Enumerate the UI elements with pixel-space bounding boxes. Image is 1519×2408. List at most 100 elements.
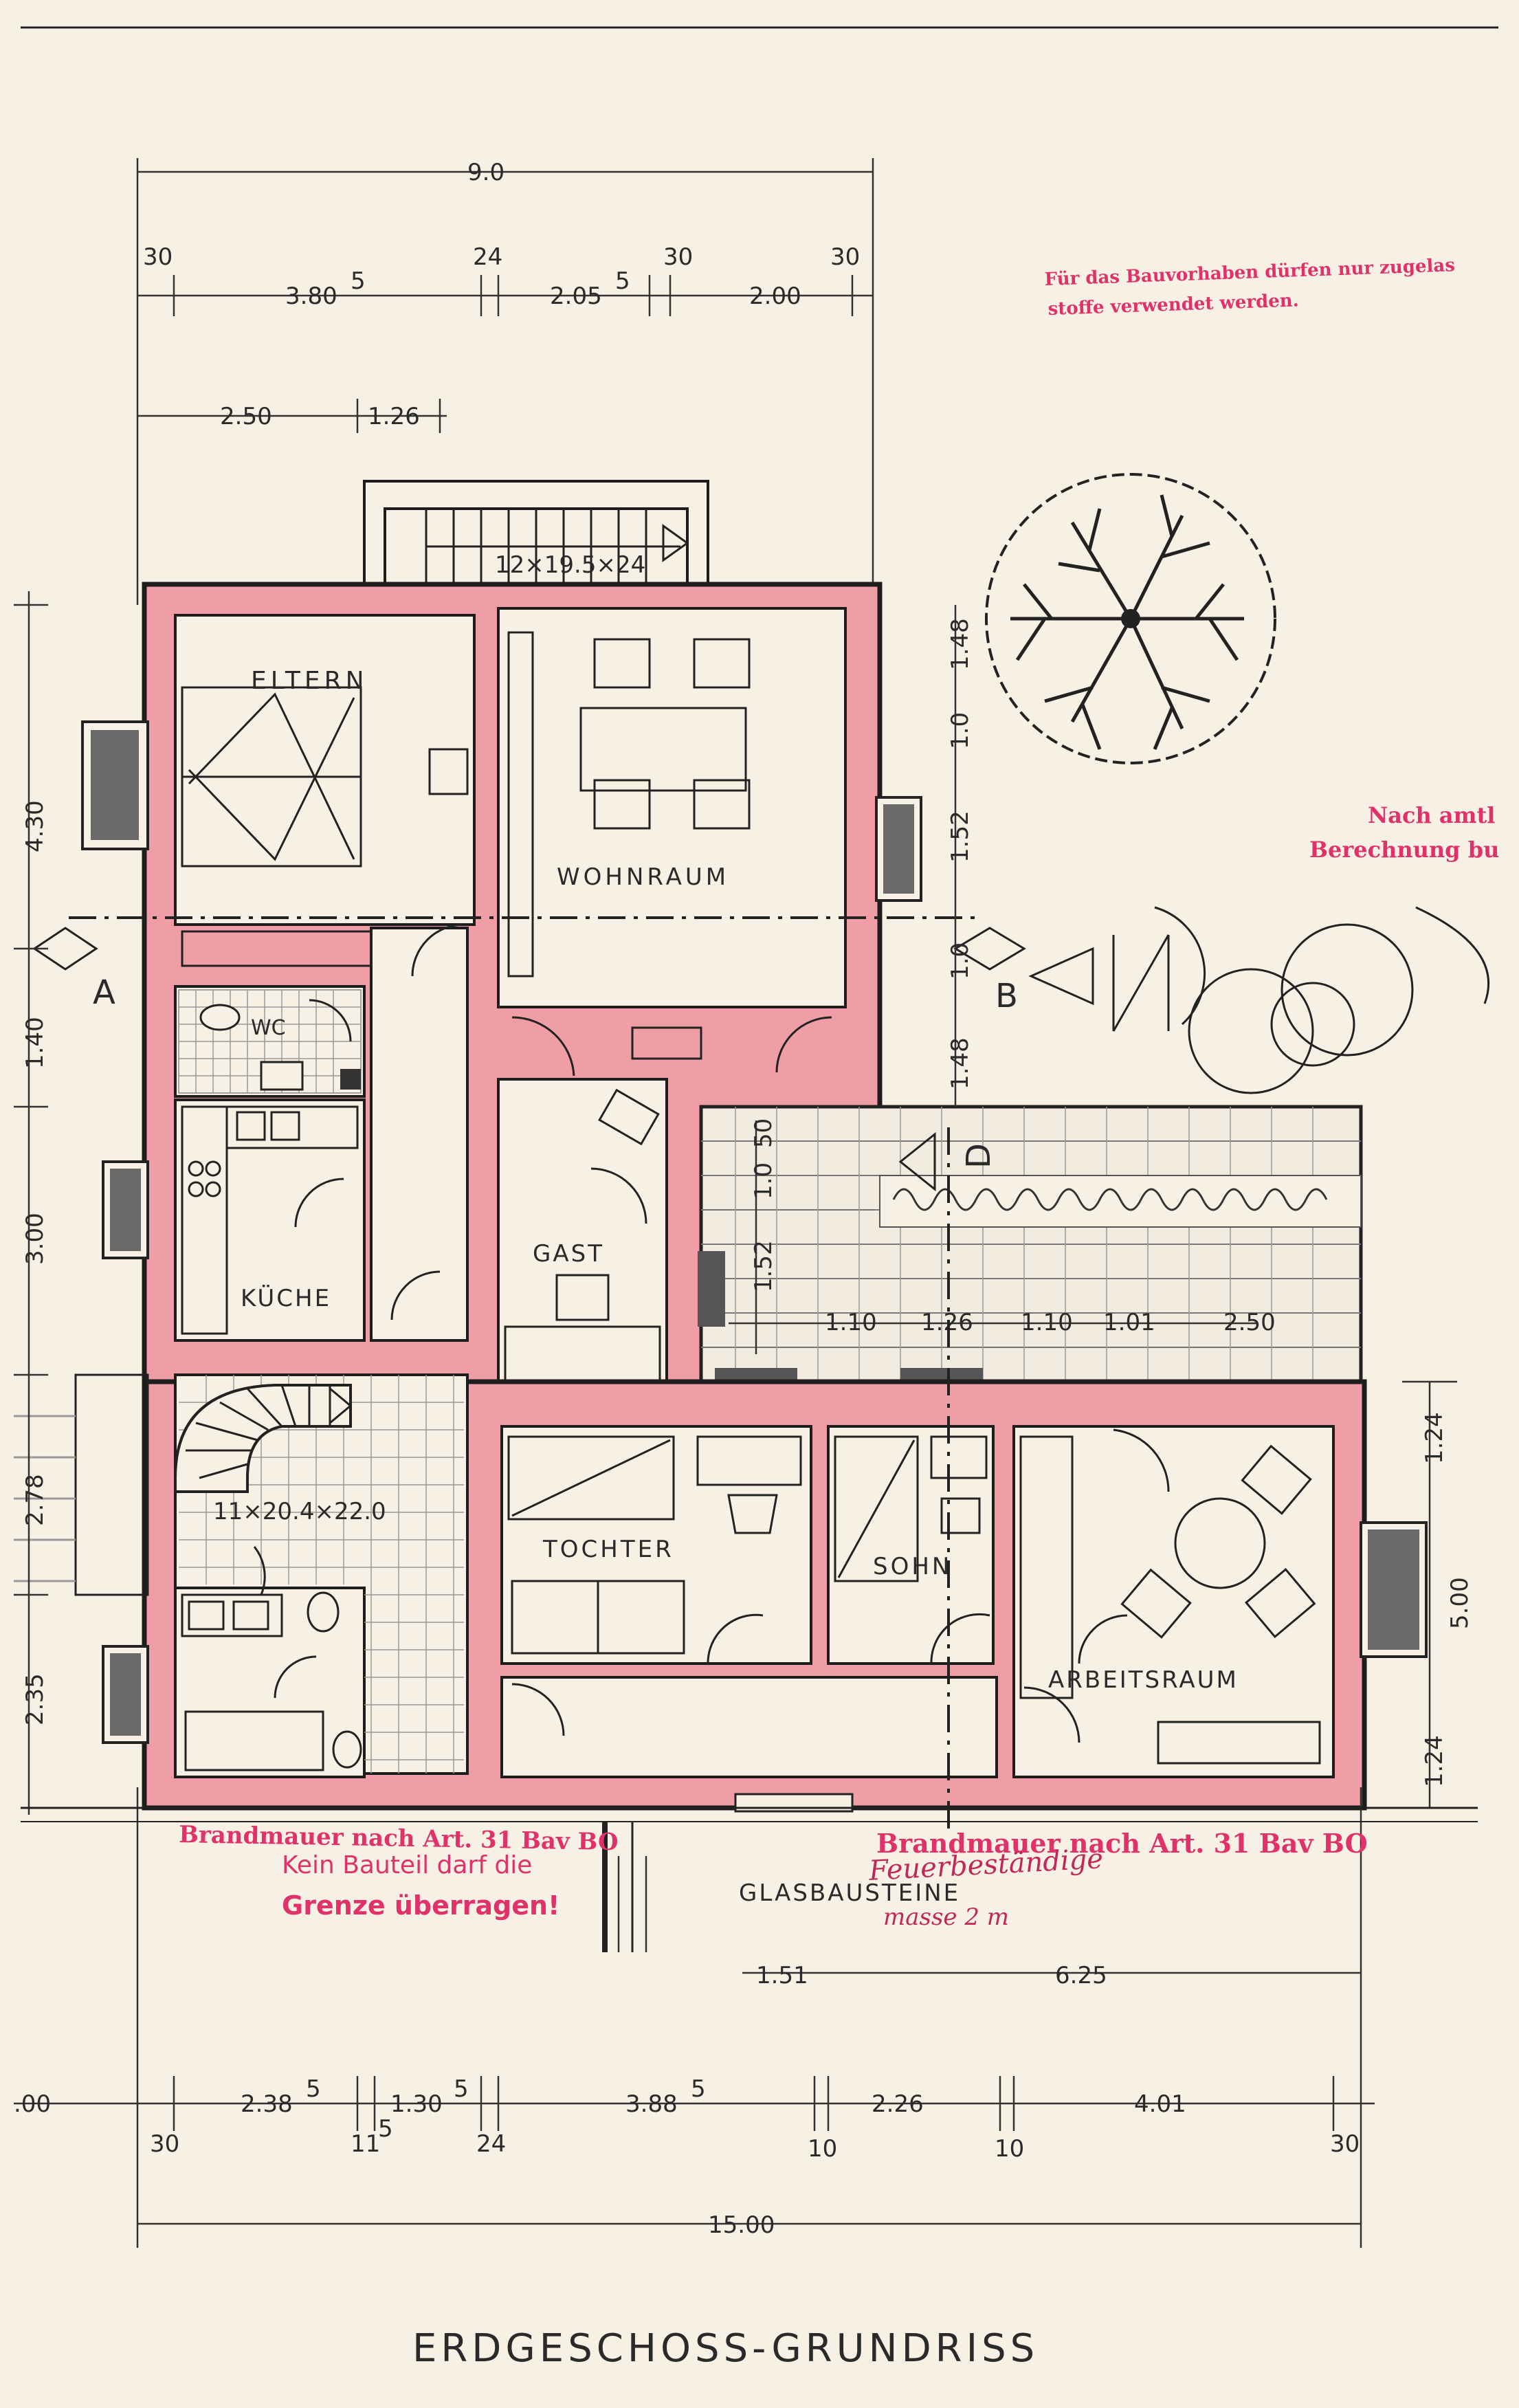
- table-wohnraum: [507, 631, 751, 1060]
- dim-top-380-sup: 5: [351, 267, 366, 295]
- room-flur-lower: [500, 1676, 998, 1778]
- dim-top-30a: 30: [143, 243, 173, 271]
- section-line-a-b: [32, 916, 1026, 971]
- kitchen-counter: [181, 1105, 359, 1335]
- dim-top-24: 24: [473, 243, 502, 271]
- dim-terrace-v152: 1.52: [750, 1240, 777, 1292]
- right-dimension-lines: [954, 605, 1457, 1809]
- dim-top-30b: 30: [663, 243, 693, 271]
- dim-top-205-sup: 5: [615, 267, 630, 295]
- dim-left-278: 2.78: [21, 1474, 49, 1526]
- bed-eltern: [181, 686, 469, 967]
- sohn-furniture: [834, 1435, 988, 1582]
- wc-tiles: [178, 989, 362, 1094]
- room-flur: [370, 927, 469, 1342]
- section-mark-a: A: [93, 973, 115, 1012]
- windows-west: [81, 720, 149, 1259]
- label-wc: WC: [251, 1016, 286, 1040]
- dim-bottom-000: .00: [14, 2090, 51, 2118]
- dim-top-380: 3.80: [285, 283, 337, 310]
- terrace-dimension-lines: [729, 1120, 1258, 1354]
- stamp-baustoffe-line2: stoffe verwendet werden.: [1047, 290, 1299, 320]
- dim-bottom-30b: 30: [1330, 2130, 1360, 2158]
- room-gast: [497, 1078, 668, 1397]
- dim-right-152: 1.52: [946, 810, 974, 863]
- dim-bottom-238-sup: 5: [306, 2075, 321, 2103]
- dim-bottom-24: 24: [476, 2130, 506, 2158]
- dim-terrace-h126: 1.26: [921, 1309, 973, 1336]
- dim-left-235: 2.35: [21, 1673, 49, 1725]
- dim-bottom-238: 2.38: [241, 2090, 293, 2118]
- label-tochter: TOCHTER: [542, 1536, 674, 1563]
- room-wohnraum: [497, 607, 847, 1008]
- north-arrow: [1028, 906, 1490, 1094]
- dim-bottom-625: 6.25: [1055, 1962, 1107, 1989]
- dim-bottom-30a: 30: [150, 2130, 179, 2158]
- dim-right-148a: 1.48: [946, 618, 974, 670]
- dim-bottom-226: 2.26: [872, 2090, 924, 2118]
- terrace: [698, 1105, 1363, 1391]
- dim-terrace-v10: 1.0: [750, 1162, 777, 1200]
- dim-bottom-11: 11: [351, 2130, 380, 2158]
- dim-top-126: 1.26: [368, 403, 420, 430]
- dim-bottom-401: 4.01: [1134, 2090, 1186, 2118]
- west-annex: [14, 1373, 149, 1596]
- dim-right-148b: 1.48: [946, 1037, 974, 1090]
- dim-bottom-388-sup: 5: [691, 2075, 706, 2103]
- dim-left-140: 1.40: [21, 1017, 49, 1069]
- dim-bottom-151: 1.51: [756, 1962, 808, 1989]
- label-gast: GAST: [533, 1240, 604, 1268]
- stamp-brandmauer-right: Brandmauer nach Art. 31 Bav BO: [876, 1828, 1368, 1859]
- tree-symbol: [985, 473, 1276, 764]
- label-glasbausteine: GLASBAUSTEINE: [739, 1879, 960, 1907]
- dim-bottom-10b: 10: [995, 2135, 1024, 2163]
- dim-top-205: 2.05: [550, 283, 602, 310]
- stamp-baustoffe-line1: Für das Bauvorhaben dürfen nur zugelas: [1044, 255, 1455, 290]
- room-arbeitsraum: [1012, 1425, 1335, 1778]
- arbeitsraum-furniture: [1019, 1435, 1321, 1765]
- dim-bottom-388: 3.88: [625, 2090, 678, 2118]
- label-arbeitsraum: ARBEITSRAUM: [1048, 1666, 1239, 1694]
- bathroom-fixtures: [181, 1591, 362, 1771]
- dim-right-10a: 1.0: [946, 712, 974, 749]
- plan-title: ERDGESCHOSS-GRUNDRISS: [412, 2326, 1039, 2371]
- bottom-dimension-lines: [14, 1787, 1375, 2248]
- dim-bottom-11-sup: 5: [378, 2115, 393, 2143]
- dim-top-total: 9.0: [467, 159, 505, 186]
- tochter-furniture: [507, 1435, 802, 1655]
- top-dimension-lines: [136, 158, 874, 605]
- dim-top-250: 2.50: [220, 403, 272, 430]
- dim-bottom-10a: 10: [808, 2135, 837, 2163]
- dim-terrace-v50: 50: [750, 1118, 777, 1148]
- inner-stair-label: 11×20.4×22.0: [213, 1498, 386, 1525]
- left-dimension-lines: [14, 591, 48, 1815]
- label-kueche: KÜCHE: [241, 1284, 331, 1312]
- room-sohn: [827, 1425, 995, 1665]
- room-eltern: [174, 614, 476, 926]
- label-wohnraum: WOHNRAUM: [557, 863, 729, 891]
- stamp-grenze-line1: Kein Bauteil darf die: [282, 1851, 532, 1879]
- dim-right-124b: 1.24: [1421, 1735, 1448, 1787]
- dim-terrace-h250: 2.50: [1223, 1309, 1276, 1336]
- doors-upper: [294, 923, 832, 1321]
- dim-terrace-h110b: 1.10: [1021, 1309, 1073, 1336]
- dim-terrace-h110a: 1.10: [825, 1309, 877, 1336]
- stamp-berechnung-line2: Berechnung bu: [1309, 837, 1499, 863]
- room-bad: [174, 1587, 366, 1778]
- section-mark-b: B: [995, 977, 1018, 1015]
- dim-bottom-130: 1.30: [390, 2090, 443, 2118]
- dim-bottom-130-sup: 5: [454, 2075, 469, 2103]
- dim-right-124a: 1.24: [1421, 1412, 1448, 1464]
- dim-right-500: 5.00: [1446, 1577, 1474, 1629]
- outer-stair-label: 12×19.5×24: [495, 551, 645, 579]
- label-sohn: SOHN: [873, 1553, 952, 1580]
- dim-top-30c: 30: [830, 243, 860, 271]
- dim-left-300: 3.00: [21, 1213, 49, 1265]
- dim-top-200: 2.00: [749, 283, 801, 310]
- handwritten-masse: masse 2 m: [883, 1903, 1009, 1931]
- label-eltern: ELTERN: [251, 667, 368, 695]
- dim-bottom-total: 15.00: [708, 2211, 775, 2239]
- inner-stair: [174, 1384, 353, 1493]
- dim-terrace-h101: 1.01: [1103, 1309, 1155, 1336]
